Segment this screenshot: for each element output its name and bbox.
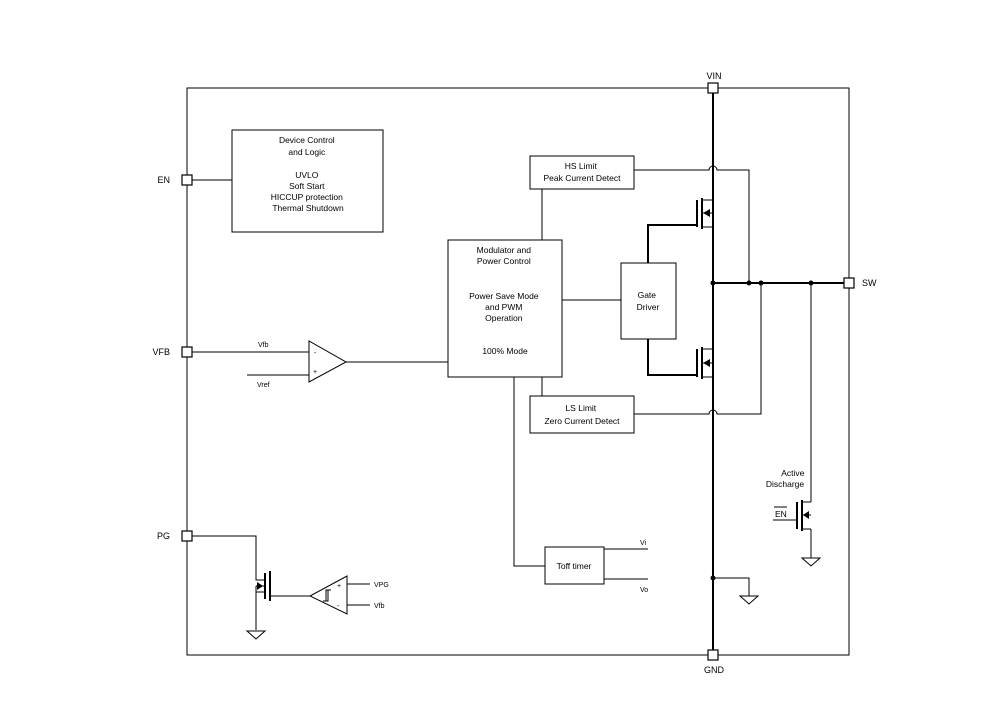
toff-timer-text: Toff timer — [557, 561, 592, 571]
mod-to-timer-wire — [513, 377, 545, 567]
device-control-text: Device Control and Logic UVLO Soft Start… — [271, 135, 346, 213]
comp-plus-sign: + — [313, 369, 317, 376]
vfb-label: VFB — [152, 347, 170, 357]
sw-label: SW — [862, 278, 877, 288]
ic-boundary — [186, 87, 850, 656]
discharge-gnd-symbol — [800, 557, 822, 567]
hysteresis-icon — [323, 589, 331, 602]
hs-gate-wire — [647, 224, 697, 263]
gnd-pin — [707, 649, 719, 661]
en-pin — [181, 174, 193, 186]
gnd-symbol-main — [738, 595, 760, 605]
comp-minus-sign: - — [314, 350, 317, 357]
pg-mosfet — [256, 571, 271, 601]
gnd-wire — [713, 577, 750, 596]
ls-limit-text: LS Limit Zero Current Detect — [544, 403, 620, 426]
gnd-label: GND — [704, 665, 725, 675]
modulator-text: Modulator and Power Control Power Save M… — [469, 245, 541, 356]
error-comparator — [308, 340, 348, 383]
vfb-pin — [181, 346, 193, 358]
toff-timer-block — [544, 546, 605, 585]
pg-vpg-label: VPG — [374, 582, 389, 589]
low-side-mosfet — [696, 347, 713, 379]
discharge-mosfet — [796, 500, 811, 531]
pg-wire — [192, 535, 265, 581]
hs-limit-text: HS Limit Peak Current Detect — [543, 161, 621, 183]
ls-limit-block — [529, 395, 635, 434]
sw-junction-2 — [746, 280, 752, 286]
pg-minus-sign: - — [337, 603, 340, 610]
pg-label: PG — [157, 531, 170, 541]
vin-label: VIN — [706, 71, 721, 81]
pg-pin — [181, 530, 193, 542]
gate-driver-text: Gate Driver — [637, 290, 660, 312]
high-side-mosfet — [696, 198, 713, 229]
comp-vref-label: Vref — [257, 382, 270, 389]
hs-limit-block — [529, 155, 635, 190]
sw-pin — [843, 277, 855, 289]
vin-pin — [707, 82, 719, 94]
hs-sense-wire — [634, 165, 750, 283]
gate-driver-block — [620, 262, 677, 340]
timer-vi-label: Vi — [640, 540, 647, 547]
device-control-block — [231, 129, 384, 233]
comp-vfb-label: Vfb — [258, 342, 269, 349]
discharge-en-label: EN — [775, 509, 787, 519]
ls-gate-wire — [647, 339, 697, 376]
pg-plus-sign: + — [337, 583, 341, 590]
en-label: EN — [157, 175, 170, 185]
sw-junction-1 — [710, 280, 716, 286]
ls-sense-wire — [634, 283, 762, 415]
modulator-block — [447, 239, 563, 378]
pg-vfb-label: Vfb — [374, 603, 385, 610]
active-discharge-text: Active Discharge — [766, 468, 807, 489]
timer-vo-label: Vo — [640, 587, 648, 594]
pg-gnd-symbol — [245, 630, 267, 640]
